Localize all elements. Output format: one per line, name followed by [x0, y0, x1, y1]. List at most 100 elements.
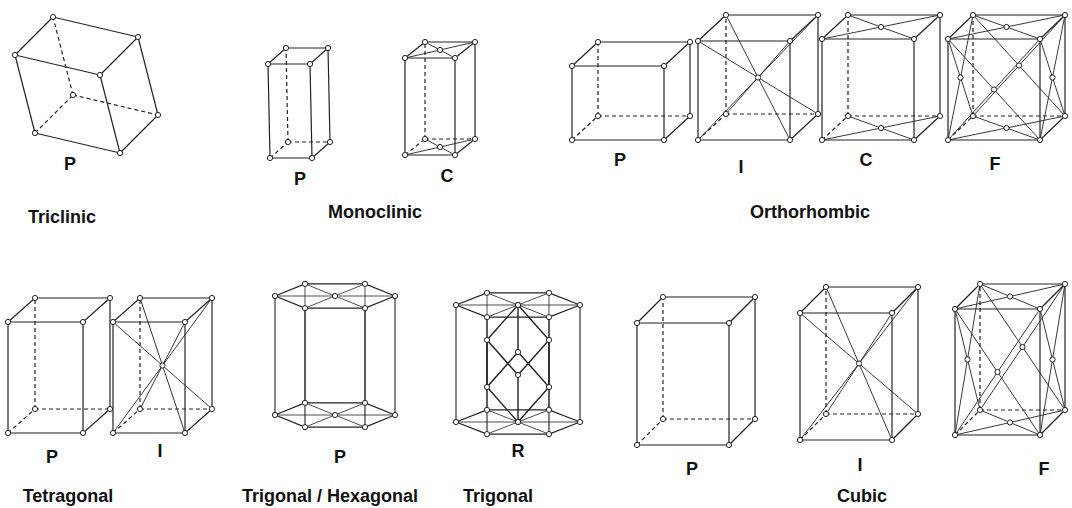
- cell-edge: [405, 57, 455, 58]
- lattice-point: [915, 284, 920, 289]
- lattice-point: [302, 400, 307, 405]
- lattice-point: [577, 419, 582, 424]
- cell-edge: [518, 293, 549, 305]
- lattice-point: [991, 87, 996, 92]
- cell-edge: [729, 297, 755, 323]
- lattice-point: [135, 34, 140, 39]
- cell-edge: [826, 286, 918, 287]
- cell-edge: [53, 17, 73, 95]
- cell-edge: [914, 15, 940, 39]
- cell-edge: [456, 293, 487, 305]
- cell-edge: [113, 432, 185, 433]
- cell-edge: [698, 15, 818, 140]
- lattice-point: [1004, 24, 1009, 29]
- lattice-point: [484, 384, 489, 389]
- lattice-point: [815, 111, 820, 116]
- cell-edge: [328, 48, 330, 142]
- cell-edge: [892, 287, 918, 313]
- cell-edge: [35, 95, 73, 133]
- lattice-point: [302, 281, 307, 286]
- lattice-point: [661, 63, 666, 68]
- lattice-point: [402, 152, 407, 157]
- lattice-point: [1020, 344, 1025, 349]
- cell-edge: [140, 297, 212, 298]
- cell-edge: [955, 309, 1040, 435]
- lattice-point: [182, 319, 187, 324]
- lattice-point: [137, 295, 142, 300]
- cell-edge: [486, 340, 487, 387]
- cell-edge: [425, 42, 455, 58]
- lattice-point: [1062, 12, 1067, 17]
- cell-edge: [822, 15, 940, 39]
- lattice-point: [307, 61, 312, 66]
- lattice-point: [937, 12, 942, 17]
- lattice-point: [302, 306, 307, 311]
- cell-edge: [365, 415, 395, 427]
- cell-edge: [487, 352, 518, 387]
- lattice-point: [209, 295, 214, 300]
- cell-edge: [185, 298, 212, 322]
- lattice-point: [209, 406, 214, 411]
- cell-edge: [456, 305, 487, 317]
- cell-edge: [305, 296, 335, 308]
- cell-edge: [487, 387, 518, 422]
- cell-edge: [1064, 15, 1065, 116]
- cell-edge: [817, 15, 818, 114]
- cell-edge: [1040, 15, 1065, 140]
- lattice-type-letter: P: [294, 170, 306, 190]
- cell-edge: [8, 432, 83, 433]
- cell-edge: [973, 14, 1065, 15]
- lattice-point: [484, 407, 489, 412]
- lattice-point: [515, 419, 520, 424]
- cell-edge: [636, 323, 637, 445]
- cell-edge: [1040, 39, 1065, 116]
- lattice-point: [823, 411, 828, 416]
- cell-edge: [598, 115, 690, 116]
- cell-edge: [980, 284, 1040, 309]
- lattice-point: [32, 406, 37, 411]
- cell-edge: [955, 410, 1065, 435]
- cell-edge: [973, 15, 1065, 116]
- cell-edge: [848, 116, 914, 140]
- lattice-point: [695, 38, 700, 43]
- cell-edge: [405, 139, 475, 155]
- lattice-point: [546, 337, 551, 342]
- cell-edge: [948, 39, 1040, 140]
- cell-edge: [113, 298, 212, 433]
- lattice-type-letter: P: [334, 448, 346, 468]
- cell-edge: [109, 298, 110, 409]
- lattice-point: [1062, 407, 1067, 412]
- lattice-point: [878, 125, 883, 130]
- lattice-point: [634, 320, 639, 325]
- lattice-type-letter: P: [686, 460, 698, 480]
- lattice-point: [155, 112, 160, 117]
- lattice-point: [325, 45, 330, 50]
- lattice-point: [484, 432, 489, 437]
- cell-edge: [456, 422, 487, 434]
- crystal-system-name: Cubic: [837, 487, 887, 507]
- lattice-point: [660, 294, 665, 299]
- lattice-point: [1062, 113, 1067, 118]
- cell-edge: [955, 284, 1065, 309]
- lattice-point: [845, 12, 850, 17]
- cell-edge: [425, 138, 475, 139]
- cell-edge: [35, 297, 110, 298]
- lattice-point: [911, 36, 916, 41]
- cell-edge: [487, 434, 549, 435]
- lattice-point: [332, 412, 337, 417]
- cell-edge: [726, 113, 818, 114]
- cell-edge: [487, 292, 549, 293]
- lattice-point: [422, 136, 427, 141]
- lattice-point: [726, 320, 731, 325]
- lattice-point: [137, 406, 142, 411]
- lattice-point: [283, 45, 288, 50]
- cell-edge: [726, 15, 790, 140]
- lattice-point: [1016, 63, 1021, 68]
- cell-edge: [891, 313, 892, 440]
- lattice-point: [515, 302, 520, 307]
- cell-edge: [689, 42, 690, 116]
- cell-edge: [35, 133, 120, 153]
- cell-edge: [698, 15, 726, 41]
- cell-edge: [826, 287, 892, 440]
- cell-edge: [697, 41, 698, 140]
